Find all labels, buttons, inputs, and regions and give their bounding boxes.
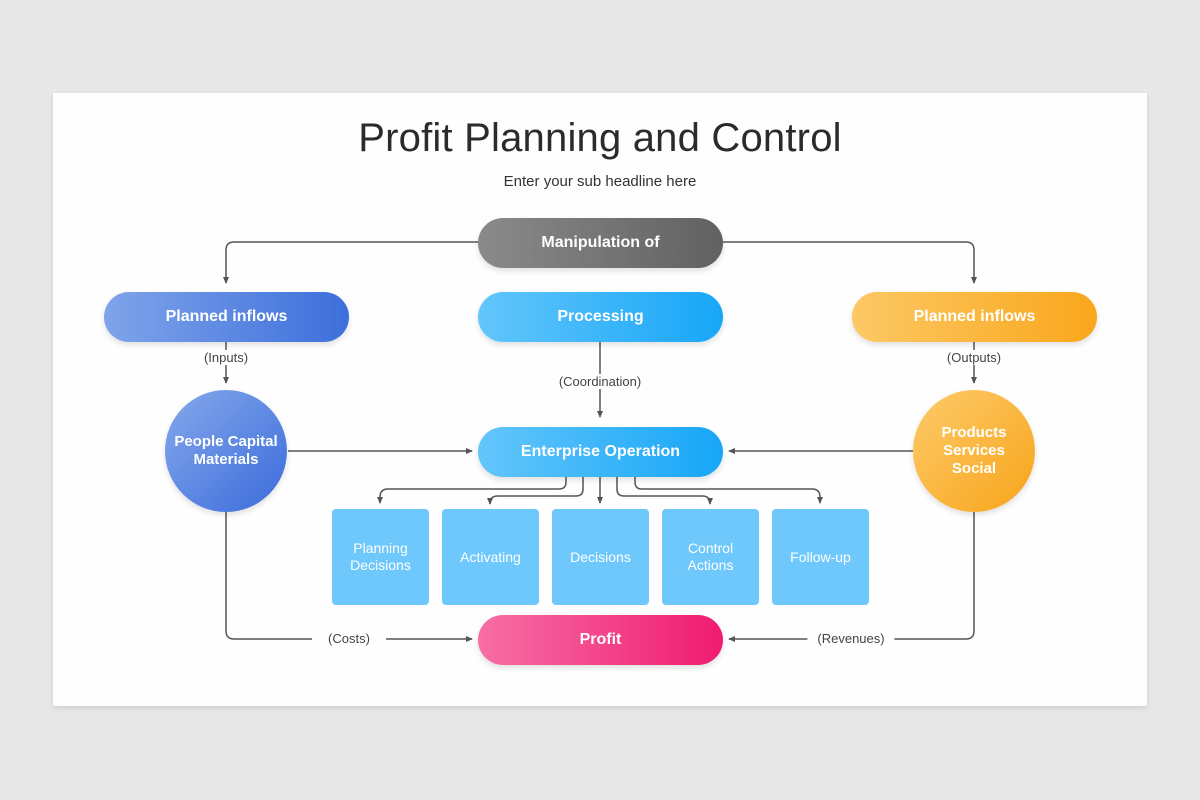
activity-label: Follow-up	[790, 548, 851, 565]
people-capital-materials-node: People Capital Materials	[165, 390, 287, 512]
edge-manipulation-left	[223, 241, 478, 284]
coordination-label: (Coordination)	[556, 374, 644, 389]
page-title: Profit Planning and Control	[358, 116, 842, 160]
products-services-social-node: Products Services Social	[913, 390, 1035, 512]
profit-label: Profit	[579, 631, 622, 648]
activity-label: Activating	[460, 548, 521, 565]
activity-box: Decisions	[552, 509, 649, 605]
edge-enterprise-followup	[634, 476, 823, 504]
inputs-label: (Inputs)	[201, 350, 251, 365]
page-subtitle: Enter your sub headline here	[503, 173, 697, 190]
activity-label: Control Actions	[687, 540, 734, 573]
activity-box: Activating	[442, 509, 539, 605]
processing-node: Processing	[478, 292, 723, 342]
planned-inflows-left-label: Planned inflows	[165, 308, 288, 325]
planned-inflows-right-node: Planned inflows	[852, 292, 1097, 342]
activity-label: Decisions	[570, 548, 631, 565]
profit-node: Profit	[478, 615, 723, 665]
enterprise-operation-label: Enterprise Operation	[520, 443, 681, 460]
edge-revenues	[728, 512, 975, 642]
activity-box: Control Actions	[662, 509, 759, 605]
processing-label: Processing	[557, 308, 644, 325]
planned-inflows-left-node: Planned inflows	[104, 292, 349, 342]
edge-costs	[225, 512, 473, 642]
enterprise-operation-node: Enterprise Operation	[478, 427, 723, 477]
edge-enterprise-planning	[377, 476, 567, 504]
activity-box: Follow-up	[772, 509, 869, 605]
planned-inflows-right-label: Planned inflows	[913, 308, 1036, 325]
edge-enterprise-control	[616, 476, 713, 505]
manipulation-label: Manipulation of	[541, 234, 660, 251]
costs-label: (Costs)	[312, 631, 386, 646]
people-capital-materials-label: People Capital Materials	[174, 433, 278, 468]
manipulation-node: Manipulation of	[478, 218, 723, 268]
revenues-label: (Revenues)	[807, 631, 895, 646]
activity-label: Planning Decisions	[350, 540, 411, 573]
activity-box: Planning Decisions	[332, 509, 429, 605]
products-services-social-label: Products Services Social	[941, 424, 1007, 477]
outputs-label: (Outputs)	[944, 350, 1004, 365]
edge-enterprise-activating	[487, 476, 584, 505]
edge-manipulation-right	[722, 241, 977, 284]
